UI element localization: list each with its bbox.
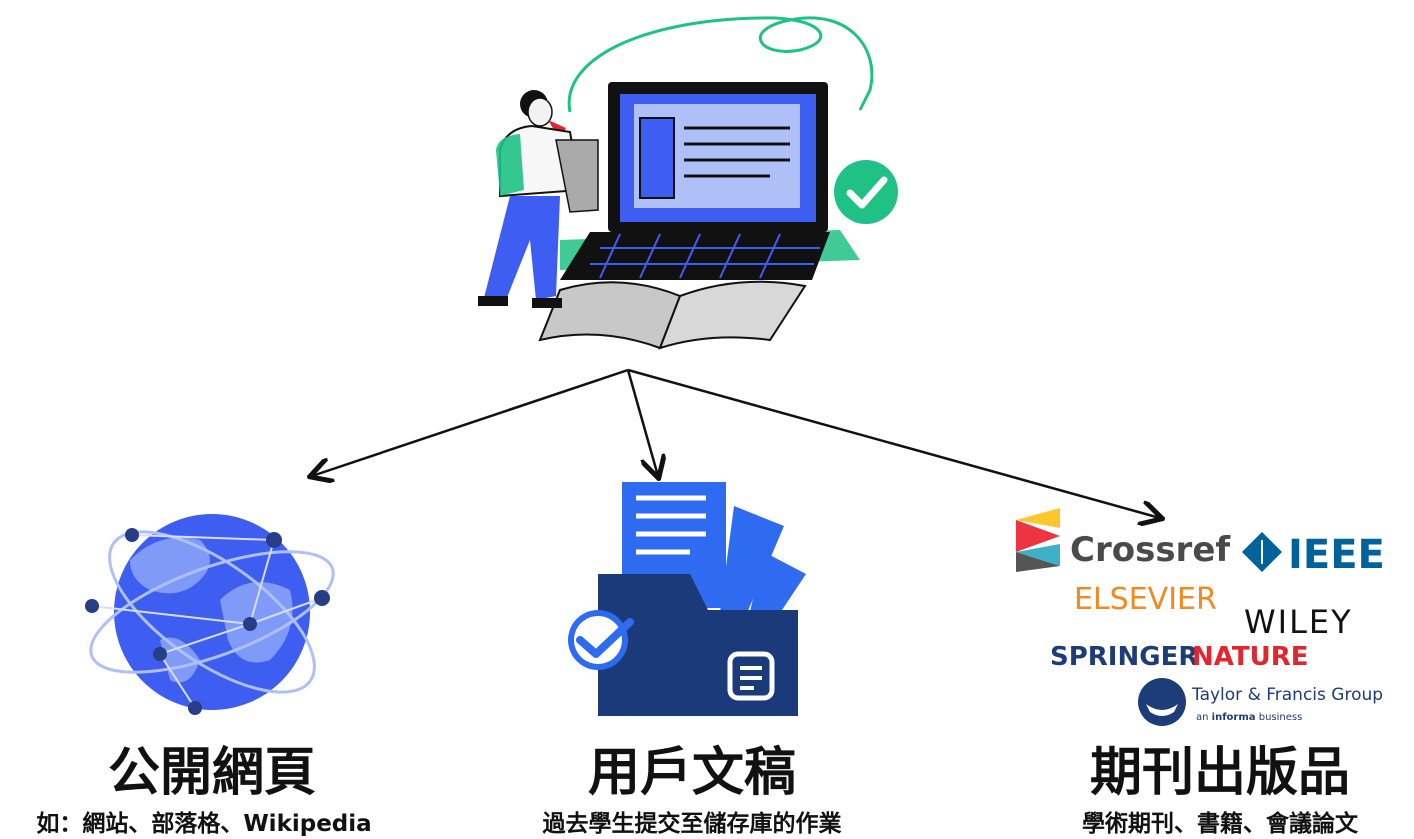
column-user-manuscripts: 用戶文稿 過去學生提交至儲存庫的作業	[543, 743, 843, 837]
svg-text:NATURE: NATURE	[1192, 642, 1309, 672]
springer-nature-logo: SPRINGER NATURE	[1050, 642, 1309, 672]
globe-icon	[85, 514, 335, 715]
column-title: 期刊出版品	[1090, 743, 1350, 803]
svg-text:Taylor & Francis Group: Taylor & Francis Group	[1191, 685, 1383, 705]
arrow-left	[312, 368, 629, 476]
column-title: 公開網頁	[108, 743, 316, 803]
connector-arrows	[312, 368, 1160, 518]
svg-text:an informa busines: an informa business	[1196, 712, 1302, 723]
svg-text:IEEE: IEEE	[1288, 532, 1385, 578]
column-subtitle: 如：網站、部落格、Wikipedia	[36, 810, 371, 837]
check-icon	[834, 160, 898, 224]
wiley-logo: WILEY	[1244, 603, 1353, 641]
column-subtitle: 學術期刊、書籍、會議論文	[1082, 810, 1359, 837]
ieee-logo: IEEE	[1242, 532, 1385, 578]
folder-icon	[568, 482, 806, 716]
taylor-francis-logo: Taylor & Francis Group an informa busine…	[1138, 678, 1383, 726]
column-title: 用戶文稿	[588, 743, 796, 803]
svg-text:Crossref: Crossref	[1070, 530, 1231, 570]
crossref-logo: Crossref	[1016, 508, 1231, 572]
column-subtitle: 過去學生提交至儲存庫的作業	[543, 810, 843, 837]
svg-text:SPRINGER: SPRINGER	[1050, 642, 1198, 672]
arrow-middle	[626, 369, 658, 476]
elsevier-logo: ELSEVIER	[1074, 582, 1217, 617]
laptop-illustration	[478, 16, 898, 350]
column-publications: 期刊出版品 學術期刊、書籍、會議論文	[1082, 743, 1359, 837]
arrow-right	[627, 368, 1160, 518]
column-web: 公開網頁 如：網站、部落格、Wikipedia	[36, 743, 371, 837]
